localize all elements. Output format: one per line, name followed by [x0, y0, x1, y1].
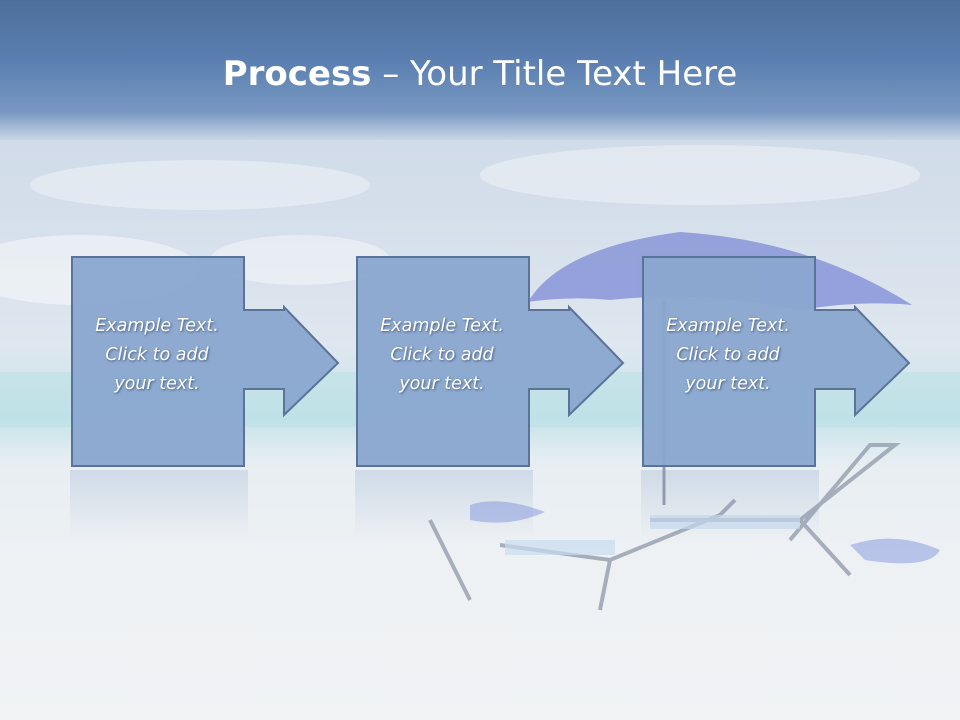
step-reflection: [355, 470, 533, 540]
title-text: – Your Title Text Here: [371, 54, 738, 94]
process-step-1[interactable]: Example Text. Click to add your text.: [70, 255, 340, 470]
title-bar: [0, 0, 960, 140]
step-text-line: your text.: [685, 374, 771, 394]
right-arrow-icon: [642, 256, 911, 467]
step-text-line: Click to add: [390, 345, 494, 365]
step-text-line: Example Text.: [380, 316, 504, 336]
step-text-line: your text.: [399, 374, 485, 394]
title-bold: Process: [222, 54, 372, 94]
step-text-line: your text.: [114, 374, 200, 394]
step-reflection: [641, 470, 819, 540]
cloud: [210, 235, 390, 285]
page-title[interactable]: Process – Your Title Text Here: [0, 54, 960, 94]
step-text-line: Example Text.: [666, 316, 790, 336]
step-text[interactable]: Example Text. Click to add your text.: [357, 312, 527, 399]
step-text[interactable]: Example Text. Click to add your text.: [72, 312, 242, 399]
towel: [470, 501, 545, 523]
step-text-line: Click to add: [676, 345, 780, 365]
towel: [850, 538, 940, 564]
process-step-3[interactable]: Example Text. Click to add your text.: [641, 255, 911, 470]
process-step-2[interactable]: Example Text. Click to add your text.: [355, 255, 625, 470]
step-text-line: Click to add: [105, 345, 209, 365]
cloud: [480, 145, 920, 205]
step-text[interactable]: Example Text. Click to add your text.: [643, 312, 813, 399]
lounge-chair-icon: [428, 443, 901, 611]
right-arrow-icon: [71, 256, 340, 467]
step-reflection: [70, 470, 248, 540]
step-text-line: Example Text.: [95, 316, 219, 336]
right-arrow-icon: [356, 256, 625, 467]
cloud: [30, 160, 370, 210]
